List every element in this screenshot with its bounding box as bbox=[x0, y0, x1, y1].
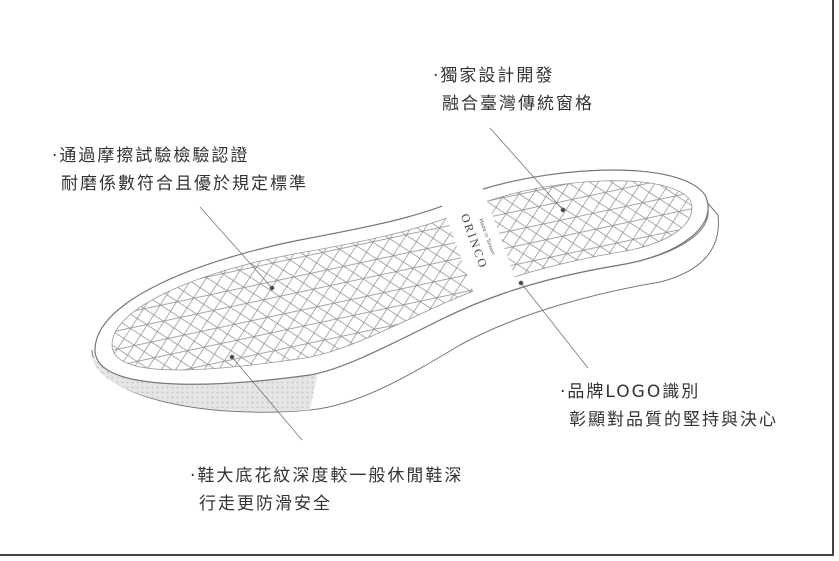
leader-line-pattern bbox=[489, 127, 564, 211]
annotation-title: ·通過摩擦試驗檢驗認證 bbox=[52, 146, 250, 166]
logo-panel bbox=[440, 187, 516, 293]
leader-line-logo bbox=[520, 282, 589, 369]
annotation-text: 耐磨係數符合且優於規定標準 bbox=[61, 174, 308, 194]
annotation-tread: ·鞋大底花紋深度較一般休閒鞋深 行走更防滑安全 bbox=[190, 462, 463, 518]
leader-line-tread bbox=[231, 356, 303, 441]
annotation-text: 行走更防滑安全 bbox=[199, 494, 332, 514]
annotation-abrasion: ·通過摩擦試驗檢驗認證 耐磨係數符合且優於規定標準 bbox=[52, 142, 308, 198]
annotation-text: 彰顯對品質的堅持與決心 bbox=[569, 410, 778, 430]
annotation-logo: ·品牌LOGO識別 彰顯對品質的堅持與決心 bbox=[560, 378, 778, 434]
annotation-title: ·獨家設計開發 bbox=[433, 66, 555, 86]
leader-line-abrasion bbox=[199, 206, 273, 289]
annotation-pattern: ·獨家設計開發 融合臺灣傳統窗格 bbox=[433, 62, 594, 118]
annotation-title: ·鞋大底花紋深度較一般休閒鞋深 bbox=[190, 466, 464, 486]
annotation-text: 融合臺灣傳統窗格 bbox=[442, 94, 594, 114]
annotation-title: ·品牌LOGO識別 bbox=[560, 382, 701, 402]
